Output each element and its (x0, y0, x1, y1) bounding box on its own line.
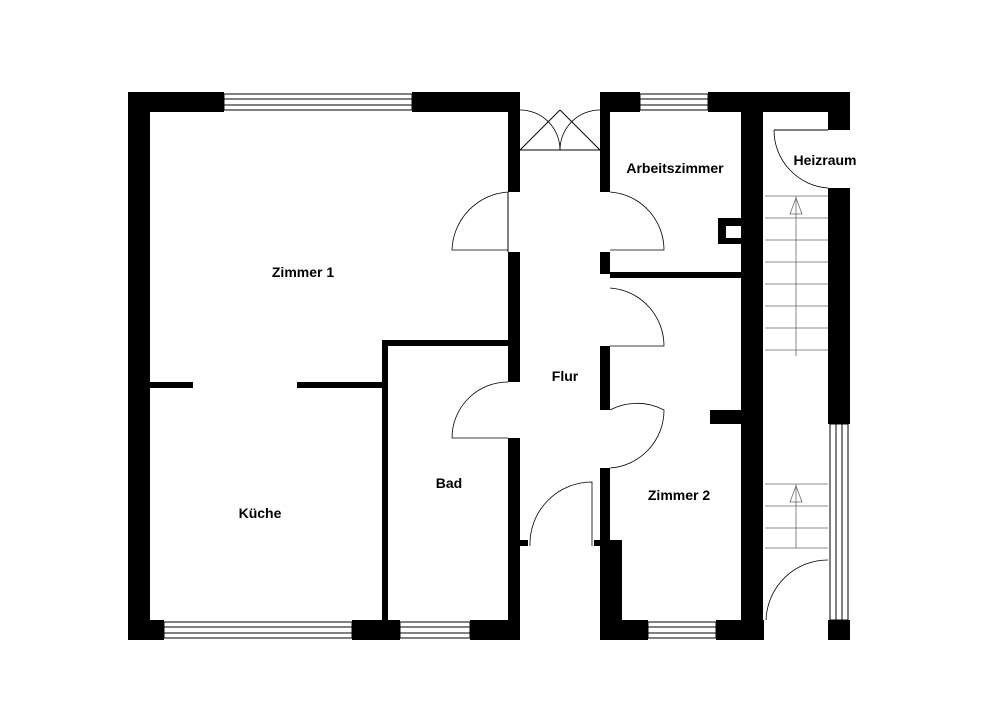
window-kueche (163, 621, 353, 639)
window-arbeitszimmer (639, 93, 709, 111)
door-zimmer2-upper (609, 287, 665, 347)
room-label-bad: Bad (436, 475, 462, 491)
door-arbeitszimmer (609, 191, 665, 251)
window-bad (399, 621, 471, 639)
left-block-walls (128, 92, 528, 640)
stair-arrow-lower-icon (789, 484, 803, 503)
window-stairwell (829, 423, 849, 621)
door-zimmer1 (451, 191, 509, 252)
room-label-arbeitszimmer: Arbeitszimmer (626, 160, 724, 176)
stair-arrow-upper-icon (789, 196, 803, 215)
door-stair-exit (765, 559, 829, 621)
room-label-kueche: Küche (239, 505, 282, 521)
window-zimmer2 (647, 621, 717, 639)
left-block-interior-walls (150, 340, 508, 620)
room-label-zimmer1: Zimmer 1 (272, 264, 334, 280)
entrance-double-door (519, 109, 601, 151)
door-bad (451, 381, 509, 439)
right-block-interior-walls (610, 112, 763, 640)
door-heizraum (773, 129, 829, 189)
door-zimmer2-lower (609, 403, 665, 469)
room-label-zimmer2: Zimmer 2 (648, 487, 710, 503)
stairs (765, 195, 828, 549)
room-label-heizraum: Heizraum (793, 152, 856, 168)
right-block-walls (594, 92, 850, 640)
door-wc (529, 481, 593, 547)
window-zimmer1 (223, 93, 413, 111)
room-label-flur: Flur (552, 368, 579, 384)
